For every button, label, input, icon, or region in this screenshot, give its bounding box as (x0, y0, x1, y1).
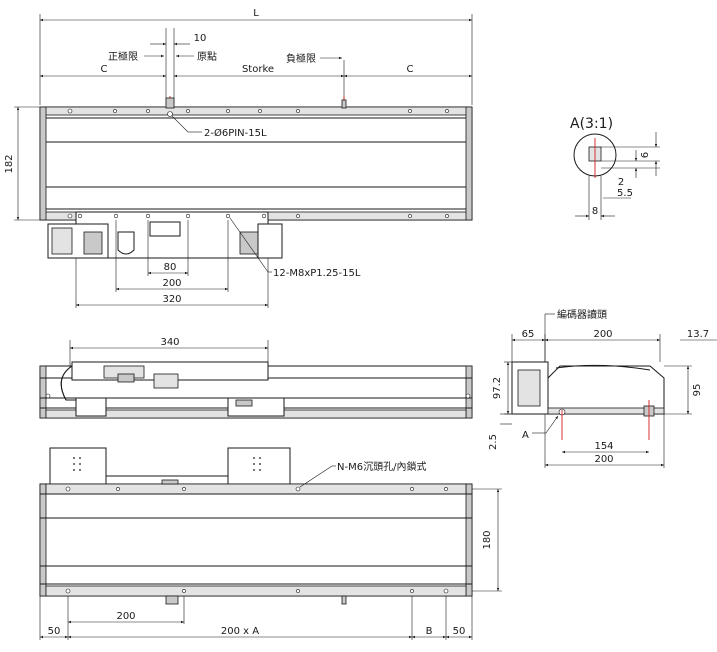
bottom-holes-bottom (65, 588, 449, 594)
bottom-holes-top (65, 486, 448, 492)
dim-200xA: 200 x A (221, 626, 259, 637)
dim-340: 340 (160, 337, 179, 348)
end-view: 編碼器讀頭 65 200 13.7 97.2 2.5 (488, 308, 717, 468)
dim-65: 65 (522, 329, 535, 340)
label-negative-limit: 負極限 (286, 52, 316, 65)
dim-200-bottom: 200 (594, 454, 613, 465)
carriage-holes (77, 213, 267, 219)
dim-10: 10 (194, 33, 207, 44)
dim-6: 6 (640, 152, 651, 158)
pin-callout: 2-Ø6PIN-15L (204, 127, 267, 139)
top-rail-holes (67, 108, 449, 114)
plate-dots (73, 457, 261, 471)
dim-C-right: C (407, 64, 414, 75)
dim-2: 2 (618, 177, 624, 188)
dim-5-5: 5.5 (617, 188, 633, 199)
dim-200-pitch: 200 (116, 611, 135, 622)
dim-200: 200 (162, 278, 181, 289)
label-positive-limit: 正極限 (108, 50, 138, 63)
tap-callout: 12-M8xP1.25-15L (273, 268, 361, 279)
dim-320: 320 (162, 294, 181, 305)
detail-A: A(3:1) 6 2 5.5 8 (570, 116, 660, 220)
dim-B: B (426, 626, 433, 637)
bottom-view: N-M6沉頭孔/內鎖式 180 200 50 200 x A B 50 (39, 447, 502, 640)
encoder-label: 編碼器讀頭 (557, 308, 607, 321)
label-A: A (522, 430, 529, 441)
dim-154: 154 (594, 441, 613, 452)
dim-182: 182 (4, 154, 15, 173)
dim-2-5: 2.5 (488, 434, 499, 450)
bottom-rail-holes (67, 213, 449, 219)
side-view: 340 (39, 337, 473, 419)
dim-C-left: C (101, 64, 108, 75)
dim-50-right: 50 (453, 626, 466, 637)
detail-A-title: A(3:1) (570, 116, 613, 132)
dim-200-top: 200 (593, 329, 612, 340)
label-origin: 原點 (197, 50, 217, 63)
dim-50-left: 50 (48, 626, 61, 637)
dim-97-2: 97.2 (492, 377, 503, 399)
dim-8: 8 (592, 206, 598, 217)
dim-L: L (253, 8, 259, 19)
dim-stroke: Storke (242, 64, 274, 75)
dim-180: 180 (482, 530, 493, 549)
dim-13-7: 13.7 (687, 329, 709, 340)
dim-95: 95 (692, 384, 703, 397)
hole-callout: N-M6沉頭孔/內鎖式 (337, 460, 426, 473)
dim-80: 80 (164, 262, 177, 273)
top-view: L 10 正極限 原點 負極限 C Storke C (4, 8, 473, 308)
